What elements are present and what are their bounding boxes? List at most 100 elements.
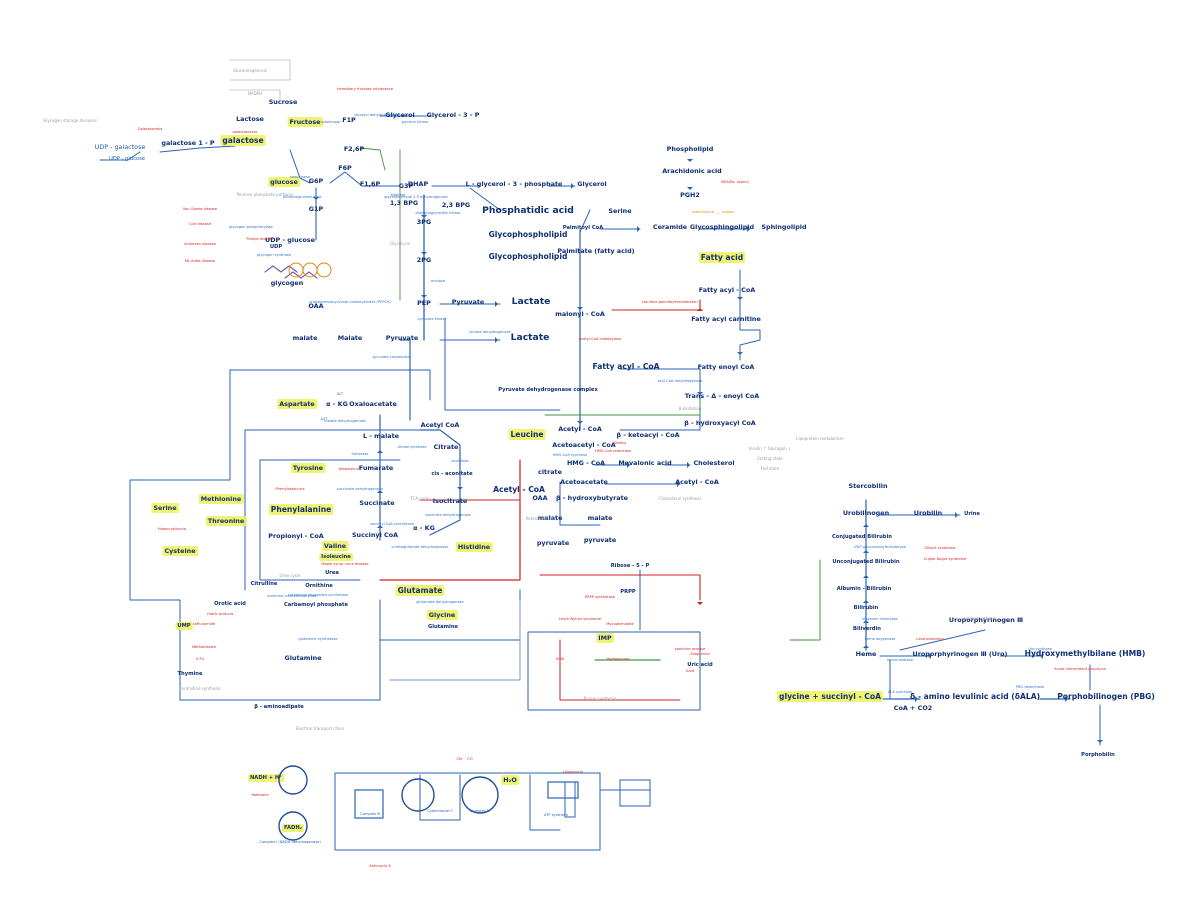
- highlight-glycine-succ: [777, 691, 884, 702]
- annotation-note: Glycolysis: [390, 241, 410, 246]
- metabolite-glycophospholipid2: Glycophospholipid: [489, 252, 568, 261]
- highlight-fatty-acid: [698, 252, 746, 263]
- annotation-note: Glycogen storage diseases: [43, 118, 97, 123]
- metabolite-albumin-bilirubin: Albumin - Bilirubin: [837, 586, 892, 592]
- cycle-diagrams: [278, 262, 651, 841]
- metabolite-l-malate: L - malate: [363, 432, 400, 440]
- enzyme-label: hexokinase: [290, 175, 311, 179]
- arrowhead: [677, 481, 680, 487]
- annotation-note: Heme synthesis: [964, 616, 996, 621]
- enzyme-label: isocitrate dehydrogenase: [425, 513, 472, 517]
- metabolite-glycine-succ: glycine + succinyl - CoA: [779, 692, 881, 701]
- metabolite-fatty-enoyl: Fatty enoyl CoA: [698, 363, 755, 371]
- metabolite-glycerol-3p: Glycerol - 3 - P: [427, 111, 480, 119]
- enzyme-label: carbamoyl phosphate synthetase: [288, 593, 349, 597]
- arrowhead: [863, 550, 869, 553]
- enzyme-label: glycogen phosphorylase: [229, 225, 274, 229]
- enzyme-label: Hereditary fructose intolerance: [337, 87, 394, 91]
- metabolite-pyruvate-out2: pyruvate: [584, 536, 617, 544]
- enzyme-label: Crigler-Najjar syndrome: [924, 557, 967, 561]
- metabolite-malate-top2: Malate: [338, 334, 363, 342]
- enzyme-label: Lead poisoning: [916, 637, 943, 641]
- metabolite-f1p: F1P: [342, 116, 356, 124]
- enzyme-label: biliverdin reductase: [862, 617, 898, 621]
- metabolite-akg-top: α - KG: [326, 400, 348, 408]
- metabolite-h2o-etc: H₂O: [503, 776, 517, 784]
- metabolite-mevalonic: Mevalonic acid: [618, 459, 672, 467]
- metabolite-histidine: Histidine: [458, 543, 491, 551]
- enzyme-label: galactokinase: [233, 130, 259, 134]
- enzyme-label: pyruvate carboxylase: [373, 355, 413, 359]
- enzyme-label: Homocystinuria: [158, 527, 186, 531]
- arrowhead: [577, 307, 583, 310]
- arrowhead: [747, 226, 750, 232]
- highlight-h2o-etc: [501, 775, 520, 785]
- metabolite-urea: Urea: [325, 570, 339, 576]
- arrowhead: [863, 524, 869, 527]
- highlight-serine: [151, 503, 180, 513]
- arrowhead: [737, 352, 743, 355]
- metabolite-arachidonic: Arachidonic acid: [662, 167, 722, 175]
- complex-iii-cycle: [401, 778, 435, 812]
- arrowhead: [687, 462, 690, 468]
- enzyme-label: Mycophenolate: [606, 622, 634, 626]
- metabolite-citrate-out: citrate: [538, 468, 563, 476]
- pathway-line: [469, 187, 501, 211]
- enzyme-label: Cori disease: [189, 222, 212, 226]
- pathway-line: [259, 459, 361, 581]
- metabolite-fatty-acid: Fatty acid: [701, 253, 743, 262]
- arrowhead: [863, 575, 869, 578]
- highlight-glycine: [426, 610, 458, 620]
- arrowhead: [697, 392, 703, 395]
- enzyme-label: glutamine synthetase: [298, 637, 338, 641]
- enzyme-label: phosphoenolpyruvate carboxykinase (PEPCK…: [309, 300, 391, 304]
- pathway-line: [189, 639, 381, 701]
- metabolite-phosphatidic-acid: Phosphatidic acid: [482, 205, 574, 216]
- pathway-line: [129, 369, 231, 481]
- arrowhead: [928, 653, 931, 659]
- pathway-line: [529, 774, 561, 831]
- enzyme-label: phosphoglycerate kinase: [415, 211, 461, 215]
- metabolite-glutamine-mid: Glutamine: [428, 624, 459, 630]
- atp-synthase-box: [547, 781, 579, 799]
- enzyme-label: aconitase: [451, 459, 469, 463]
- annotation-note: Ketone bodies: [526, 516, 554, 521]
- arrowhead: [955, 512, 958, 518]
- pathway-line: [99, 151, 141, 161]
- tca-cycle-edge: [419, 429, 461, 536]
- pathway-line: [739, 269, 761, 361]
- enzyme-label: HMG-CoA reductase: [595, 449, 632, 453]
- enzyme-label: α-ketoglutarate dehydrogenase: [392, 545, 450, 549]
- metabolite-citrate: Citrate: [434, 443, 459, 451]
- pathway-line: [229, 369, 431, 401]
- metabolite-trans-enoyl: Trans - Δ - enoyl CoA: [685, 392, 760, 400]
- annotation-note: Urea cycle: [279, 573, 301, 578]
- enzyme-label: ferrochelatase: [887, 658, 914, 662]
- pathway-line: [789, 559, 821, 641]
- metabolite-fatty-acyl-carnitine: Fatty acyl carnitine: [691, 315, 761, 323]
- metabolite-isocitrate: Isocitrate: [433, 497, 468, 505]
- metabolite-f26bp: F2,6P: [344, 145, 365, 153]
- enzyme-label: phosphoglucomutase: [283, 195, 322, 199]
- metabolite-imp: IMP: [598, 634, 612, 642]
- highlight-imp: [596, 633, 615, 643]
- transporter-box: [619, 779, 651, 807]
- metabolite-ala: δ - amino levulinic acid (δALA): [910, 692, 1040, 701]
- enzyme-label: Galactosemia: [138, 127, 163, 131]
- pathway-line: [129, 479, 181, 701]
- highlight-methionine: [198, 494, 244, 504]
- metabolite-ump: UMP: [177, 623, 190, 629]
- arrowhead: [421, 215, 427, 218]
- metabolite-propionyl-coa: Propionyl - CoA: [268, 532, 323, 540]
- metabolite-isoleucine: Isoleucine: [321, 554, 351, 560]
- pathway-line: [389, 599, 521, 681]
- enzyme-label: Mc Ardle disease: [185, 259, 216, 263]
- highlight-fadh2: [282, 824, 304, 832]
- metabolite-pgh2: PGH2: [680, 191, 700, 199]
- metabolite-thymine: Thymine: [177, 671, 202, 677]
- metabolite-udp-glucose: UDP - glucose: [265, 236, 316, 244]
- metabolite-prpp: PRPP: [620, 589, 636, 595]
- enzyme-label: Uro synthase: [1028, 647, 1052, 651]
- metabolite-cis-aconitate: cis - aconitate: [431, 471, 473, 477]
